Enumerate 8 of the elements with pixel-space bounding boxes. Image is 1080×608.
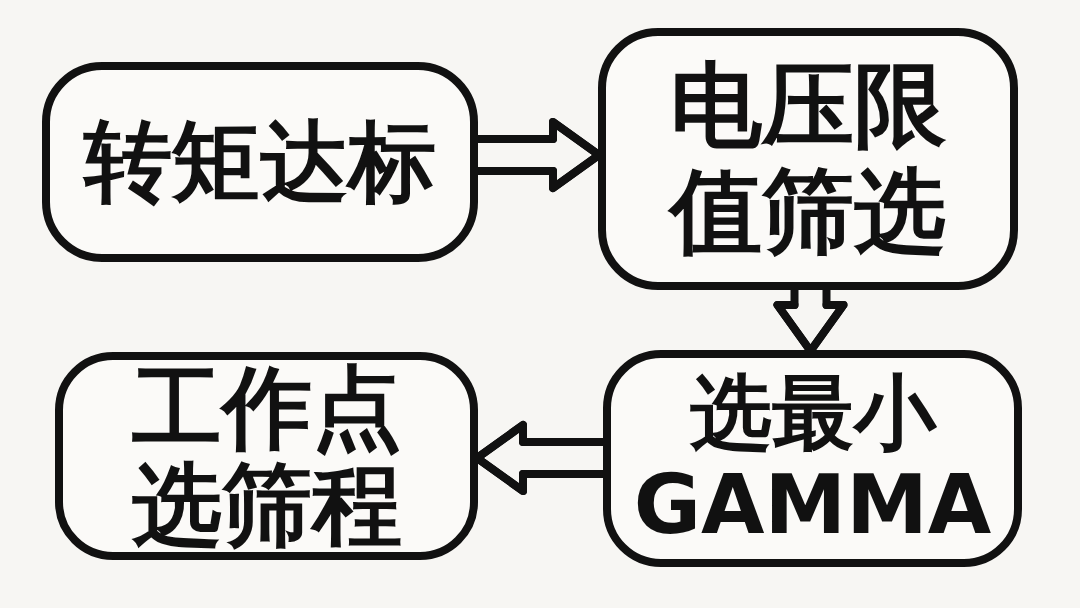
step-label: 选最小 GAMMA [632, 366, 993, 551]
process-box [42, 62, 478, 262]
step-label: 电压限值筛选 [658, 53, 958, 265]
process-box [55, 352, 478, 560]
step-label: 转矩达标 [84, 113, 436, 211]
process-box [603, 350, 1022, 567]
process-box [598, 28, 1018, 290]
step-label: 工作点选筛程 [130, 358, 403, 554]
